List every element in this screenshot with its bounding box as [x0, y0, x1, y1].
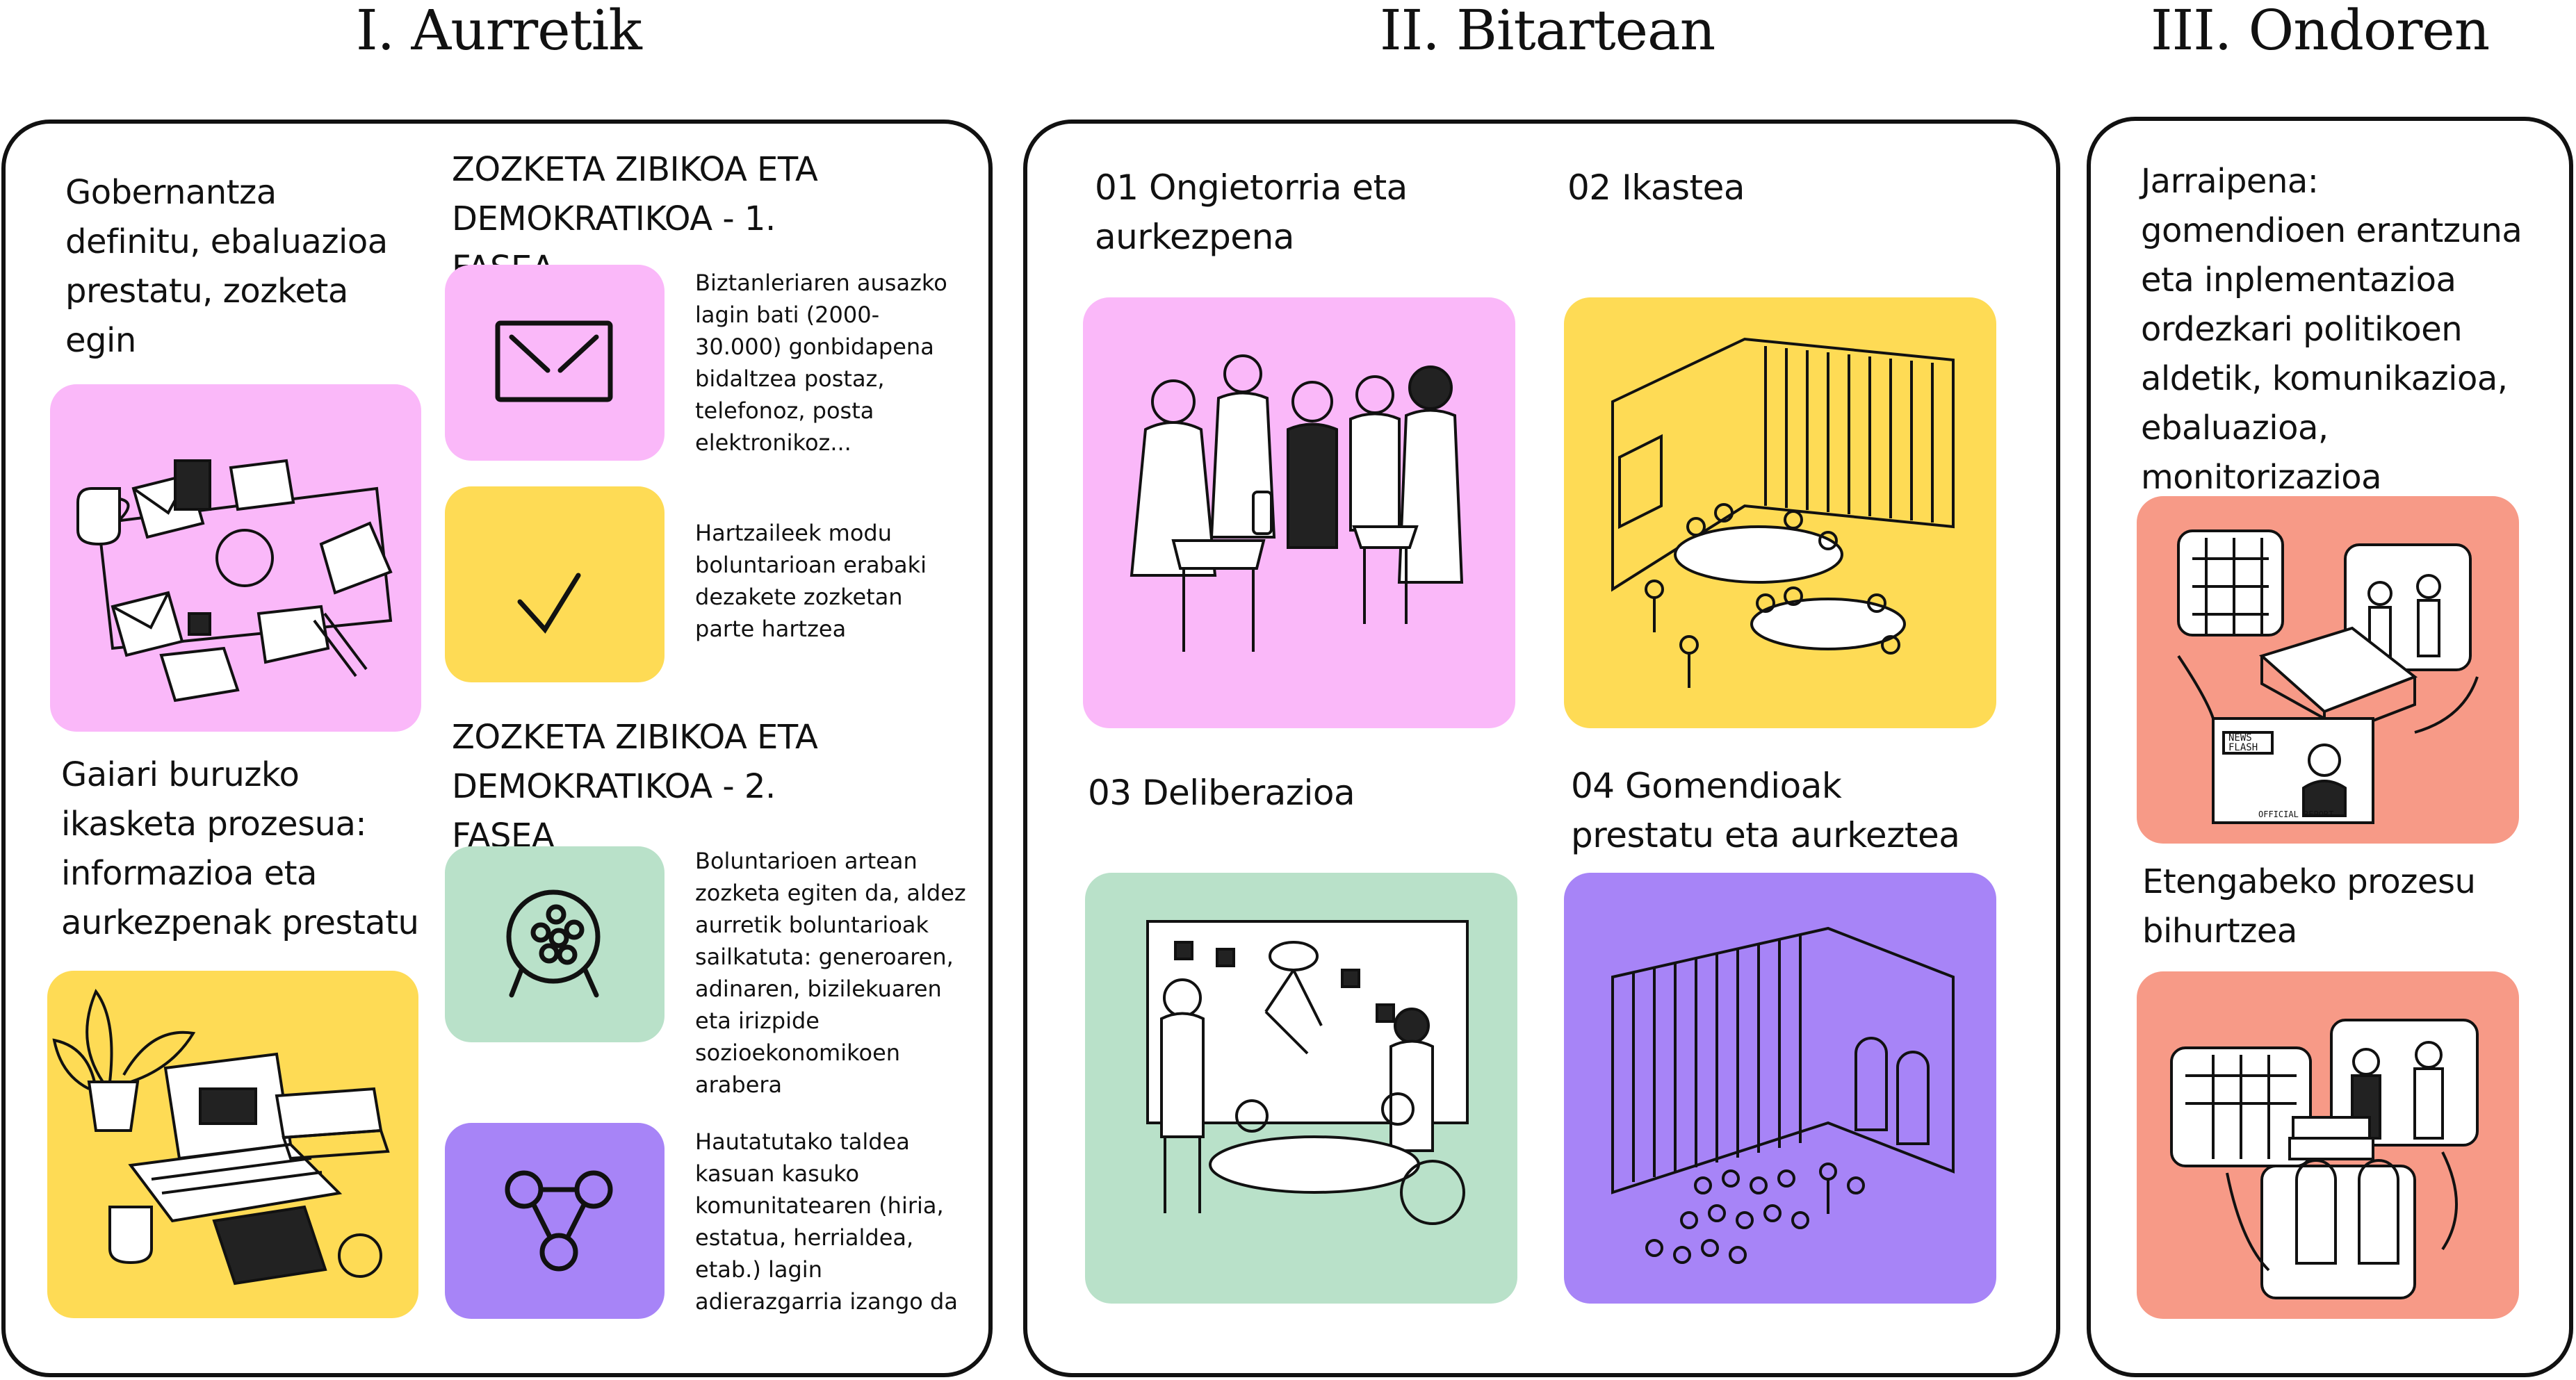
during-step-3-illustration [1085, 873, 1517, 1304]
presentation-hall-illustration [1611, 926, 1955, 1264]
after-continuous-text: Etengabeko prozesu bihurtzea [2142, 862, 2476, 951]
report-label: OFFICIAL REPORT [2258, 810, 2333, 819]
column-title-during: II. Bitartean [1380, 0, 1715, 63]
before-intro-2: Gaiari buruzko ikasketa prozesua: inform… [61, 755, 419, 942]
column-title-before: I. Aurretik [356, 0, 642, 63]
step-text-lottery: Boluntarioen artean zozketa egiten da, a… [695, 848, 966, 1098]
continuous-process-illustration [2170, 1019, 2479, 1299]
after-follow-up-text: Jarraipena: gomendioen erantzuna eta inp… [2141, 162, 2522, 497]
before-illustration-2 [47, 971, 418, 1318]
step-card-sample [445, 1123, 665, 1319]
network-icon [505, 1170, 613, 1272]
step-text-volunteer: Hartzaileek modu boluntarioan erabaki de… [695, 520, 927, 642]
after-illustration-1: NEWS FLASH OFFICIAL REPORT [2137, 496, 2519, 844]
communication-illustration: NEWS FLASH OFFICIAL REPORT [2177, 529, 2479, 824]
deliberation-board-illustration [1146, 920, 1469, 1225]
column-title-after: III. Ondoren [2151, 0, 2490, 63]
lottery-drum-icon [506, 889, 601, 998]
planning-desk-illustration [76, 459, 393, 703]
during-step-1-illustration [1083, 297, 1515, 728]
step-text-sample: Hautatutako taldea kasuan kasuko komunit… [695, 1128, 958, 1315]
news-label-2: FLASH [2228, 742, 2258, 753]
news-label-1: NEWS [2228, 732, 2252, 744]
study-desk-illustration [52, 989, 390, 1285]
step-card-volunteer [445, 486, 665, 682]
before-illustration-1 [50, 384, 421, 732]
phase-2-title: ZOZKETA ZIBIKOA ETA DEMOKRATIKOA - 2. FA… [452, 718, 818, 855]
during-step-4-illustration [1564, 873, 1996, 1304]
envelope-icon [495, 320, 613, 402]
welcome-group-illustration [1130, 354, 1464, 652]
during-step-2-label: 02 Ikastea [1567, 167, 1745, 208]
step-text-invitation: Biztanleriaren ausazko lagin bati (2000-… [695, 270, 947, 456]
after-illustration-2 [2137, 971, 2519, 1319]
during-step-1-label: 01 Ongietorria eta aurkezpena [1095, 167, 1408, 257]
during-step-4-label: 04 Gomendioak prestatu eta aurkeztea [1571, 766, 1960, 855]
during-step-3-label: 03 Deliberazioa [1088, 773, 1355, 813]
before-intro-1: Gobernantza definitu, ebaluazioa prestat… [65, 173, 388, 360]
step-card-lottery [445, 846, 665, 1042]
during-step-2-illustration [1564, 297, 1996, 728]
learning-hall-illustration [1611, 337, 1955, 688]
step-card-invitation [445, 265, 665, 461]
checkmark-icon [517, 573, 581, 634]
